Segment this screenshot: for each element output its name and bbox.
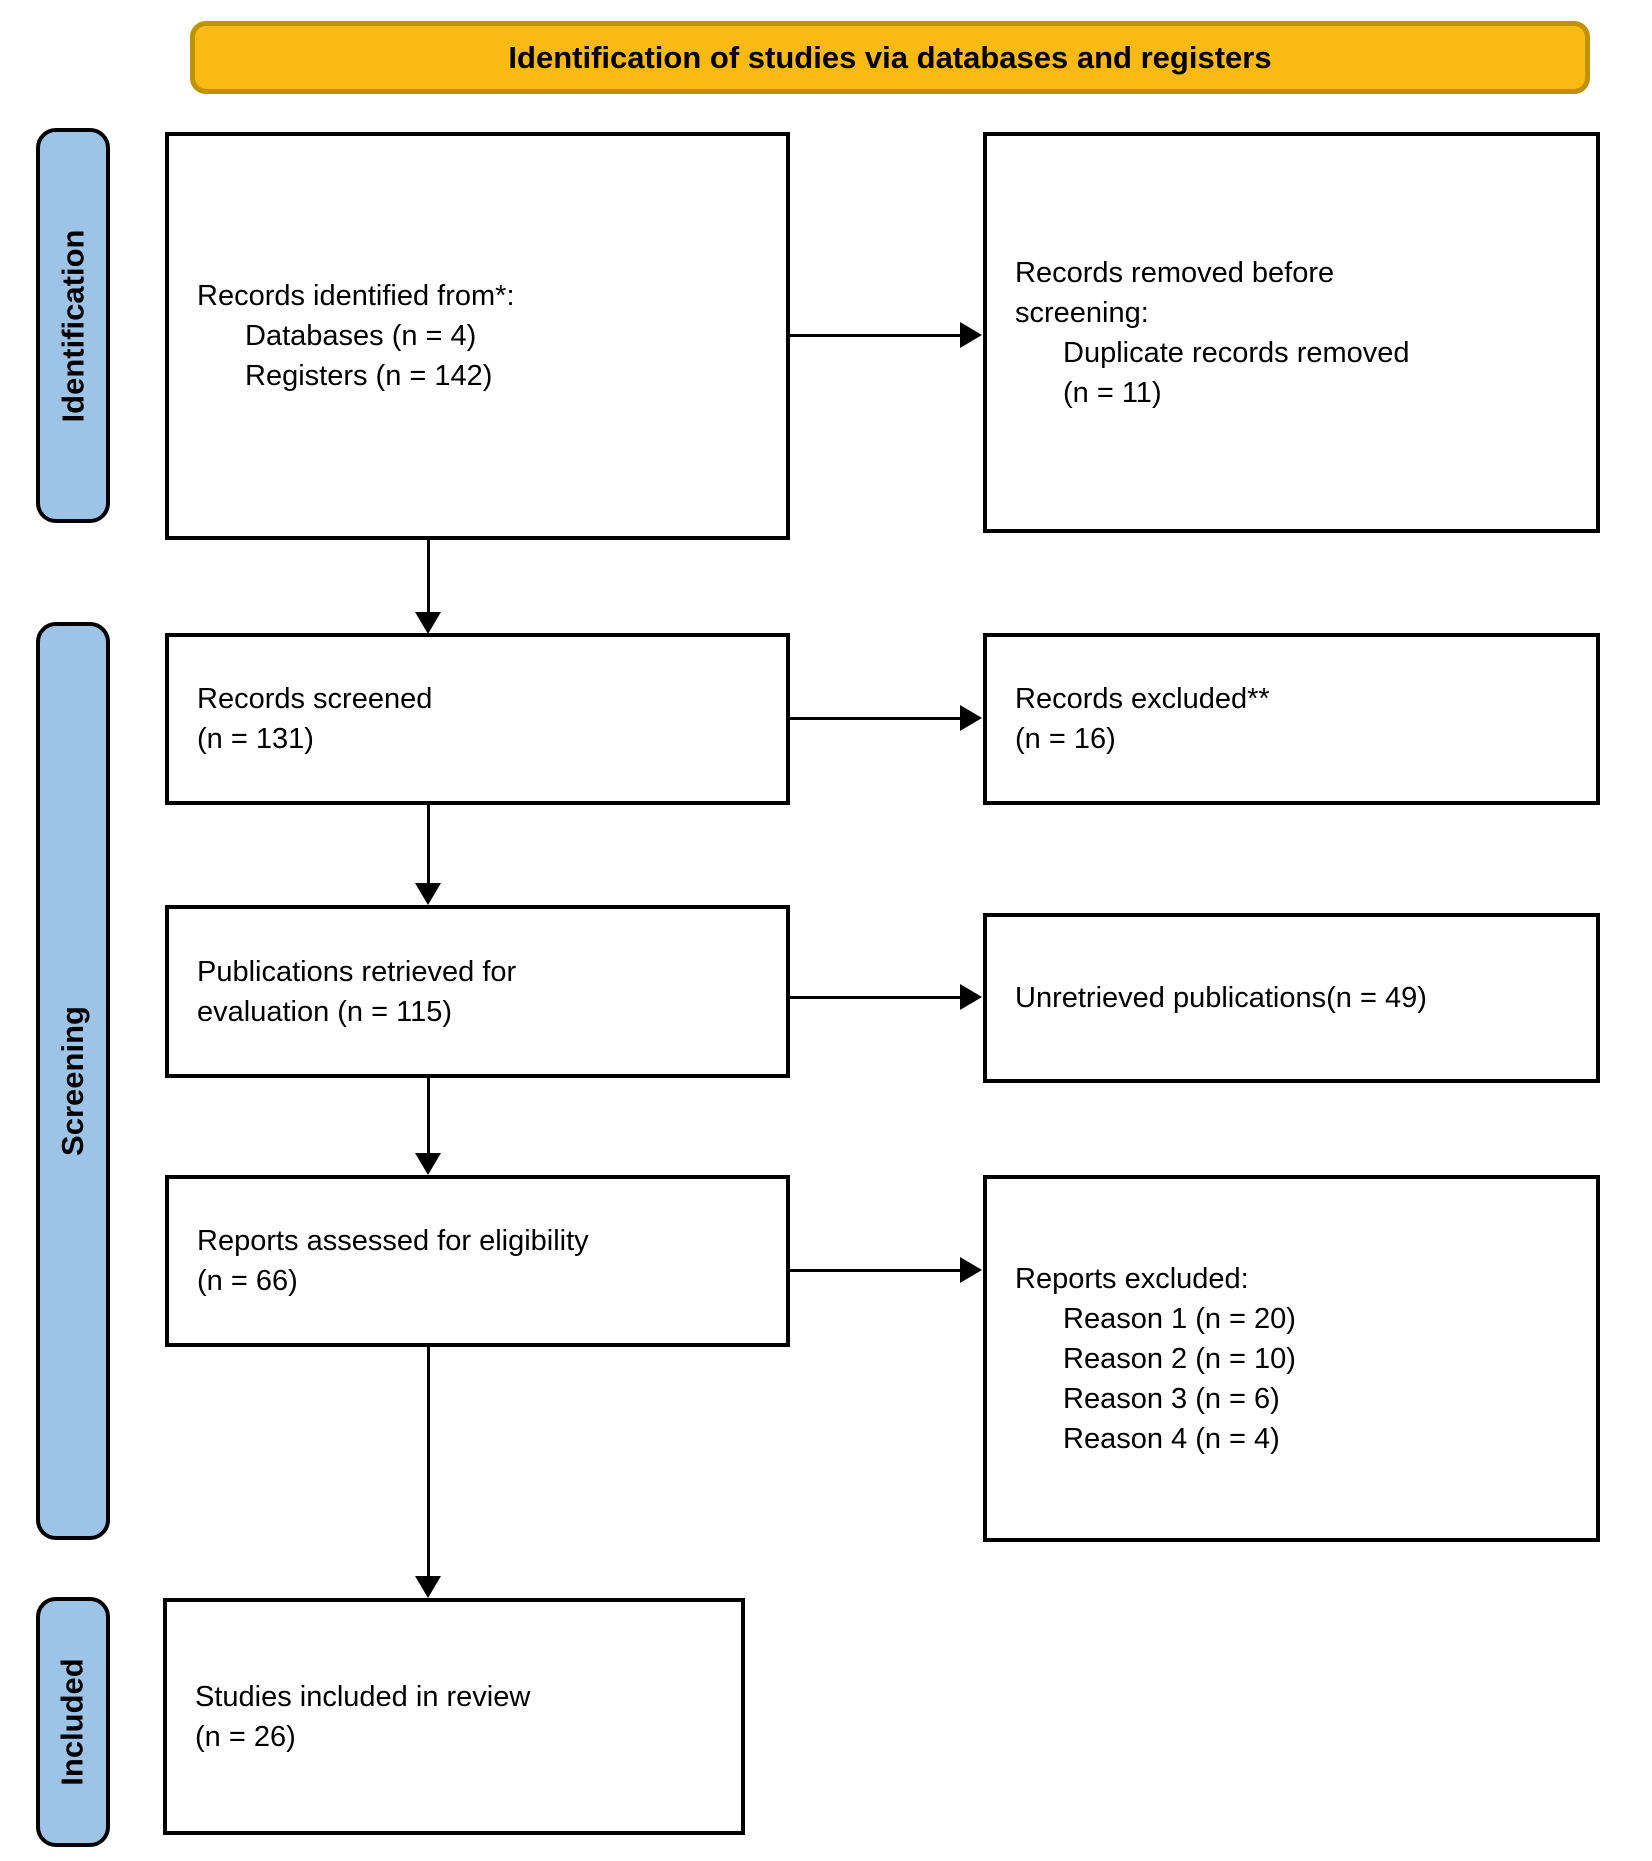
reports-assessed-text: Reports assessed for eligibility [197, 1225, 589, 1257]
arrowhead-right-icon [960, 984, 982, 1010]
reports-excluded-heading: Reports excluded: [1015, 1262, 1249, 1295]
stage-label-identification-text: Identification [55, 229, 91, 422]
records-removed-heading-2: screening: [1015, 296, 1149, 329]
box-publications-retrieved: Publications retrieved for evaluation (n… [165, 905, 790, 1078]
stage-label-included: Included [36, 1597, 110, 1847]
box-records-removed: Records removed before screening: Duplic… [983, 132, 1600, 533]
reports-excluded-reason-3: Reason 3 (n = 6) [1063, 1382, 1280, 1415]
box-unretrieved-publications: Unretrieved publications(n = 49) [983, 913, 1600, 1083]
arrowhead-down-icon [415, 612, 441, 634]
stage-label-screening: Screening [36, 622, 110, 1540]
unretrieved-publications-text: Unretrieved publications(n = 49) [1015, 982, 1427, 1014]
studies-included-count: (n = 26) [195, 1720, 296, 1753]
arrowhead-right-icon [960, 1257, 982, 1283]
stage-label-screening-text: Screening [55, 1006, 91, 1156]
publications-retrieved-text: Publications retrieved for [197, 955, 517, 988]
box-records-screened: Records screened (n = 131) [165, 633, 790, 805]
records-identified-registers: Registers (n = 142) [245, 360, 493, 392]
box-studies-included: Studies included in review (n = 26) [163, 1598, 745, 1835]
arrow-line-retrieved-to-unretrieved [790, 996, 961, 999]
box-records-excluded: Records excluded** (n = 16) [983, 633, 1600, 805]
reports-excluded-reason-4: Reason 4 (n = 4) [1063, 1422, 1280, 1455]
arrowhead-down-icon [415, 883, 441, 905]
arrowhead-down-icon [415, 1153, 441, 1175]
records-removed-duplicates-count: (n = 11) [1063, 376, 1162, 409]
box-records-identified: Records identified from*: Databases (n =… [165, 132, 790, 540]
arrow-line-screened-to-retrieved [427, 805, 430, 885]
reports-excluded-reason-1: Reason 1 (n = 20) [1063, 1302, 1296, 1335]
records-removed-duplicates: Duplicate records removed [1063, 336, 1410, 369]
reports-assessed-count: (n = 66) [197, 1265, 298, 1297]
arrow-line-assessed-to-included [427, 1347, 430, 1578]
box-reports-assessed: Reports assessed for eligibility (n = 66… [165, 1175, 790, 1347]
stage-label-identification: Identification [36, 128, 110, 523]
arrow-line-identified-to-screened [427, 540, 430, 614]
box-reports-excluded: Reports excluded: Reason 1 (n = 20) Reas… [983, 1175, 1600, 1542]
records-screened-text: Records screened [197, 683, 433, 715]
arrowhead-down-icon [415, 1576, 441, 1598]
studies-included-text: Studies included in review [195, 1680, 531, 1713]
diagram-title: Identification of studies via databases … [508, 39, 1272, 75]
arrow-line-screened-to-excluded [790, 717, 961, 720]
publications-retrieved-count: evaluation (n = 115) [197, 995, 452, 1028]
reports-excluded-reason-2: Reason 2 (n = 10) [1063, 1342, 1296, 1375]
arrow-line-retrieved-to-assessed [427, 1078, 430, 1155]
arrowhead-right-icon [960, 322, 982, 348]
records-excluded-count: (n = 16) [1015, 723, 1116, 755]
records-identified-databases: Databases (n = 4) [245, 320, 477, 352]
diagram-title-banner: Identification of studies via databases … [190, 21, 1590, 94]
stage-label-included-text: Included [55, 1658, 91, 1786]
records-removed-heading-1: Records removed before [1015, 256, 1335, 289]
records-identified-heading: Records identified from*: [197, 280, 515, 312]
records-screened-count: (n = 131) [197, 723, 314, 755]
arrow-line-identified-to-removed [790, 334, 961, 337]
arrow-line-assessed-to-reports-excluded [790, 1269, 961, 1272]
arrowhead-right-icon [960, 705, 982, 731]
records-excluded-text: Records excluded** [1015, 683, 1270, 715]
